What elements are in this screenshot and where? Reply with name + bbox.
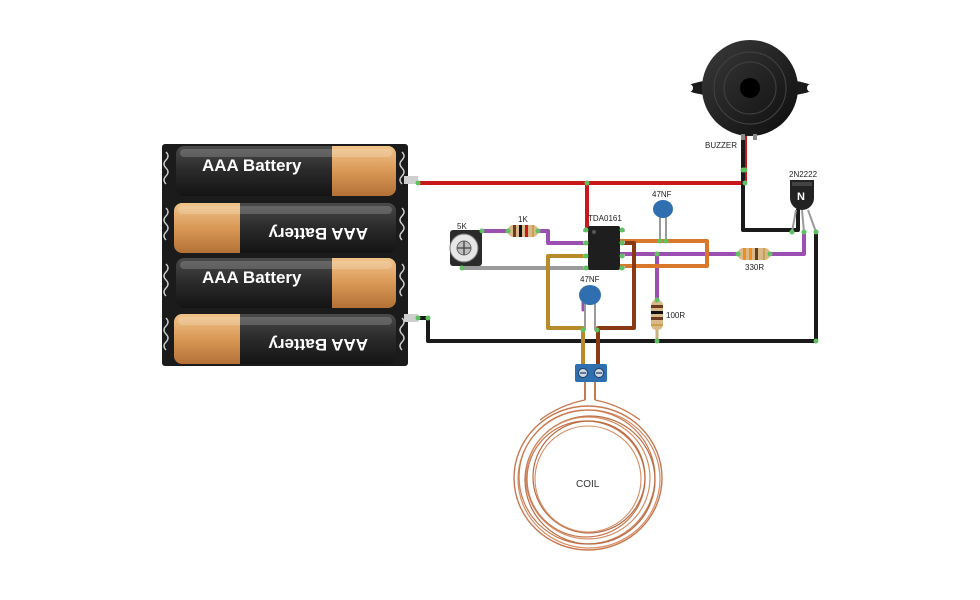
wire-coil-right (596, 241, 636, 368)
wire-330r-to-transistor (768, 230, 806, 256)
buzzer: BUZZER (685, 40, 815, 150)
battery-positive-terminal (404, 176, 418, 184)
battery-cell-4: AAA Battery (174, 314, 396, 364)
battery-cell-3-label: AAA Battery (202, 268, 302, 287)
battery-cell-2-label: AAA Battery (268, 224, 368, 243)
capacitor-top-label: 47NF (652, 190, 672, 199)
coil-label: COIL (576, 479, 600, 490)
battery-cell-4-label: AAA Battery (268, 335, 368, 354)
spring-contacts (163, 151, 405, 351)
capacitor-47nf-top: 47NF (652, 190, 673, 241)
capacitor-47nf-bottom: 47NF (579, 275, 601, 330)
battery-negative-terminal (404, 314, 418, 322)
resistor-1k: 1K (508, 215, 538, 237)
buzzer-label: BUZZER (705, 141, 737, 150)
search-coil: COIL (513, 399, 663, 551)
connection-points (415, 167, 819, 344)
wire-buzzer-negative (741, 135, 800, 232)
transistor-mark: N (797, 191, 805, 203)
battery-holder: AAA Battery AAA Battery AAA Battery AAA … (162, 144, 418, 366)
terminal-block (575, 364, 607, 400)
battery-cell-1: AAA Battery (176, 146, 396, 196)
transistor-label: 2N2222 (789, 170, 818, 179)
pot-label: 5K (457, 222, 467, 231)
wire-coil-left (546, 254, 590, 368)
resistor-330r: 330R (738, 248, 770, 272)
battery-cell-1-label: AAA Battery (202, 156, 302, 175)
wires (416, 135, 818, 368)
transistor-2n2222: N 2N2222 (789, 170, 818, 233)
resistor-100r: 100R (651, 300, 685, 330)
wire-ground-rail (416, 230, 818, 343)
battery-cell-3: AAA Battery (176, 258, 396, 308)
ic-tda0161: TDA0161 (583, 214, 625, 270)
resistor-1k-label: 1K (518, 215, 528, 224)
ic-label: TDA0161 (588, 214, 622, 223)
resistor-100r-label: 100R (666, 311, 685, 320)
resistor-330r-label: 330R (745, 263, 764, 272)
battery-cell-2: AAA Battery (174, 203, 396, 253)
potentiometer-5k: 5K (449, 222, 482, 266)
capacitor-bottom-label: 47NF (580, 275, 600, 284)
wire-1k-to-ic (536, 229, 590, 245)
